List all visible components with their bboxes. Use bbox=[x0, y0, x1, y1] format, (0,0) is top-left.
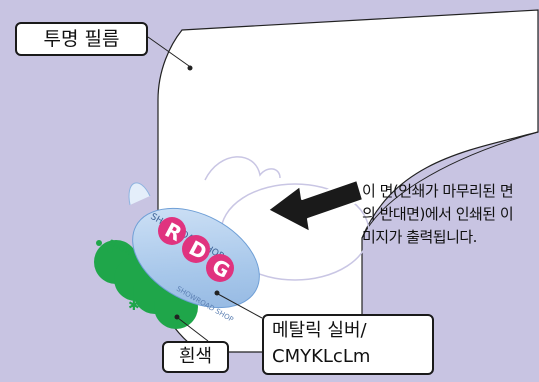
metallic-sticker: SHOWROAD SHOP SHOWROAD SHOP R D G bbox=[128, 182, 260, 324]
svg-text:✱: ✱ bbox=[175, 317, 186, 332]
metallic-label-line-1: 메탈릭 실버/ bbox=[272, 320, 367, 341]
note-line-2: 의 반대면)에서 인쇄된 이 bbox=[362, 205, 514, 223]
metallic-label-line-2: CMYKLcLm bbox=[272, 346, 371, 367]
white-ink-label: 흰색 bbox=[162, 341, 229, 373]
film-leader-line bbox=[147, 36, 190, 67]
white-leader-dot bbox=[174, 314, 180, 320]
svg-text:✱: ✱ bbox=[128, 298, 140, 314]
metallic-silver-label: 메탈릭 실버/ CMYKLcLm bbox=[262, 314, 434, 375]
transparent-film-label: 투명 필름 bbox=[15, 22, 148, 56]
note-line-3: 미지가 출력됩니다. bbox=[362, 228, 477, 246]
metallic-leader-dot bbox=[214, 290, 220, 296]
viewing-direction-arrow bbox=[267, 179, 364, 233]
print-direction-note: 이 면(인쇄가 마무리된 면 의 반대면)에서 인쇄된 이 미지가 출력됩니다. bbox=[362, 180, 538, 249]
metallic-leader-line bbox=[217, 293, 263, 319]
film-curl-line bbox=[361, 131, 539, 239]
note-line-1: 이 면(인쇄가 마무리된 면 bbox=[362, 182, 514, 200]
white-leader-line bbox=[177, 317, 209, 342]
film-leader-dot bbox=[187, 65, 193, 71]
